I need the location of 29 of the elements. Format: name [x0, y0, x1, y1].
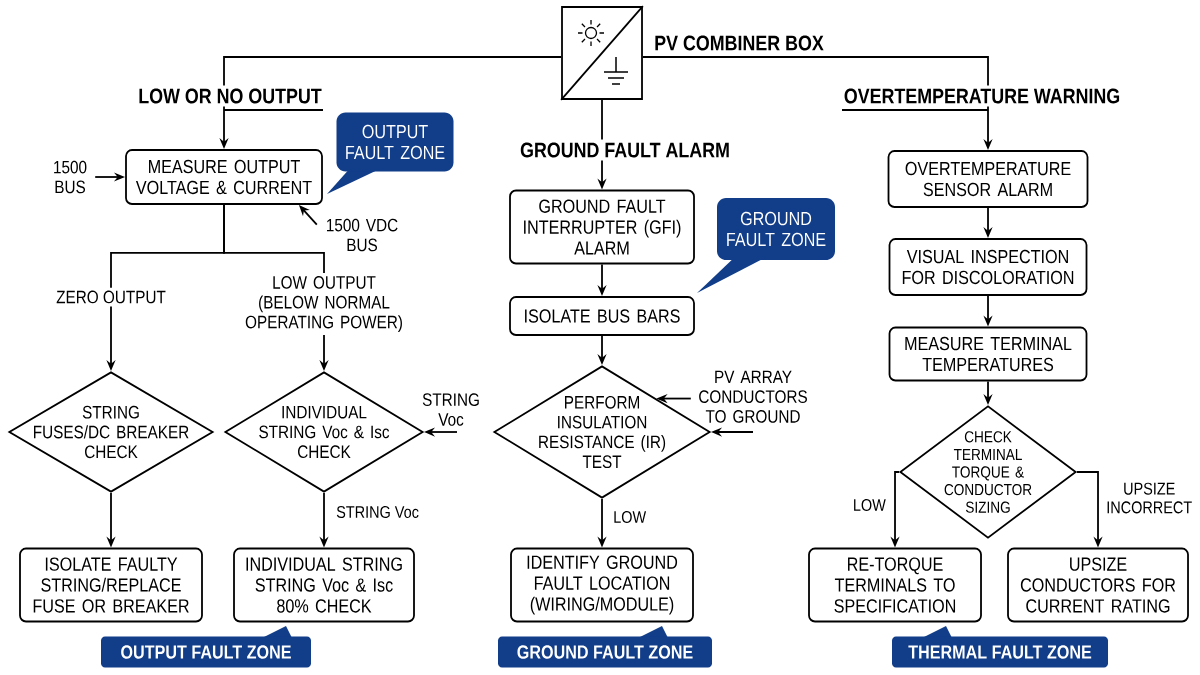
process-box: GROUND FAULT INTERRUPTER (GFI) ALARM	[509, 189, 695, 265]
zone-tag: THERMAL FAULT ZONE	[892, 626, 1108, 668]
process-box: VISUAL INSPECTION FOR DISCOLORATION	[888, 238, 1088, 296]
annotation: 1500 BUS	[54, 160, 87, 194]
process-box: OVERTEMPERATURE SENSOR ALARM	[887, 150, 1089, 208]
callout-bubble: OUTPUT FAULT ZONE	[327, 112, 454, 194]
process-box: UPSIZE CONDUCTORS FOR CURRENT RATING	[1007, 547, 1189, 623]
edge-label: GROUND FAULT ALARM	[517, 139, 733, 161]
zone-tag: OUTPUT FAULT ZONE	[101, 626, 311, 668]
process-box: RE-TORQUE TERMINALS TO SPECIFICATION	[808, 547, 982, 623]
process-box: MEASURE OUTPUT VOLTAGE & CURRENT	[125, 149, 323, 205]
edge-label: UPSIZE INCORRECT	[1107, 482, 1192, 514]
callout-bubble: GROUND FAULT ZONE	[697, 198, 835, 293]
annotation: 1500 VDC BUS	[327, 218, 398, 252]
edge-label: OVERTEMPERATURE WARNING	[840, 85, 1124, 107]
annotation: STRING Voc	[422, 393, 479, 426]
process-box: INDIVIDUAL STRING STRING Voc & Isc 80% CHECK	[233, 547, 415, 623]
edge-label: LOW OR NO OUTPUT	[135, 85, 325, 107]
edge-label: LOW	[854, 499, 886, 512]
zone-tag: GROUND FAULT ZONE	[498, 626, 712, 668]
edge-label: ZERO OUTPUT	[53, 287, 169, 307]
process-box: IDENTIFY GROUND FAULT LOCATION (WIRING/MODULE)	[510, 547, 694, 623]
process-box: MEASURE TERMINAL TEMPERATURES	[888, 326, 1088, 382]
edge-label: LOW	[614, 511, 647, 524]
edge-label: LOW OUTPUT (BELOW NORMAL OPERATING POWER)	[236, 273, 412, 335]
process-box: ISOLATE FAULTY STRING/REPLACE FUSE OR BREAKER	[19, 547, 203, 623]
box-label: PV COMBINER BOX	[655, 35, 824, 51]
edge-label: STRING Voc	[336, 506, 419, 519]
process-box: ISOLATE BUS BARS	[509, 296, 695, 336]
